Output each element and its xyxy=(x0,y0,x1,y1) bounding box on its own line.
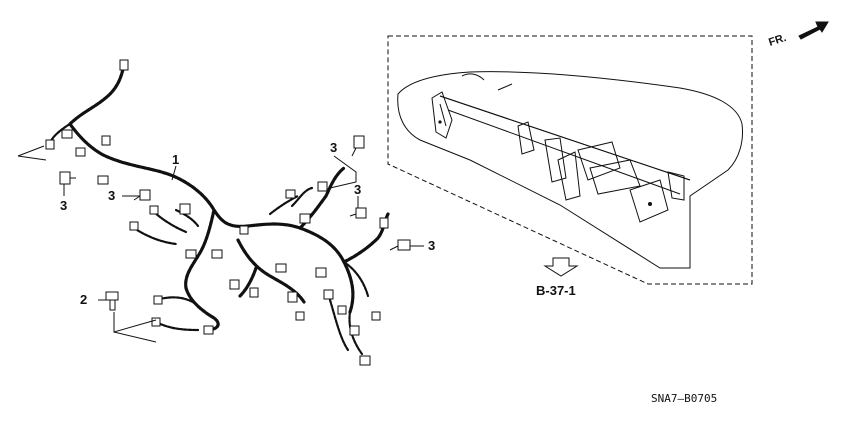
wire-harness xyxy=(46,62,390,356)
part-code: SNA7—B0705 xyxy=(651,392,717,405)
callout-bolt-small: 2 xyxy=(80,292,87,307)
callout-bolt-left: 3 xyxy=(108,188,115,203)
dashboard-illustration xyxy=(397,71,743,269)
bolt-icon xyxy=(349,207,367,219)
down-arrow-icon xyxy=(543,257,579,277)
bolt-icon xyxy=(351,135,365,157)
bolt-icon xyxy=(105,291,119,311)
front-arrow-icon xyxy=(798,21,829,40)
bolt-icon xyxy=(59,171,76,185)
bolts xyxy=(59,135,411,311)
callout-bolt-top: 3 xyxy=(330,140,337,155)
callout-bolt-mid: 3 xyxy=(354,182,361,197)
callout-bolt-lower-left: 3 xyxy=(60,198,67,213)
harness-connectors xyxy=(45,59,389,366)
callouts: 1 2 3 3 3 3 3 xyxy=(60,140,435,307)
bolt-icon xyxy=(389,239,411,251)
reference-pointer: B-37-1 xyxy=(536,257,579,298)
front-direction-indicator: FR. xyxy=(767,21,829,49)
leader-lines xyxy=(17,145,424,343)
reference-label: B-37-1 xyxy=(536,283,576,298)
bolt-icon xyxy=(133,189,151,201)
front-label: FR. xyxy=(767,32,788,49)
callout-harness: 1 xyxy=(172,152,179,167)
callout-bolt-right: 3 xyxy=(428,238,435,253)
inset-frame xyxy=(387,35,753,285)
